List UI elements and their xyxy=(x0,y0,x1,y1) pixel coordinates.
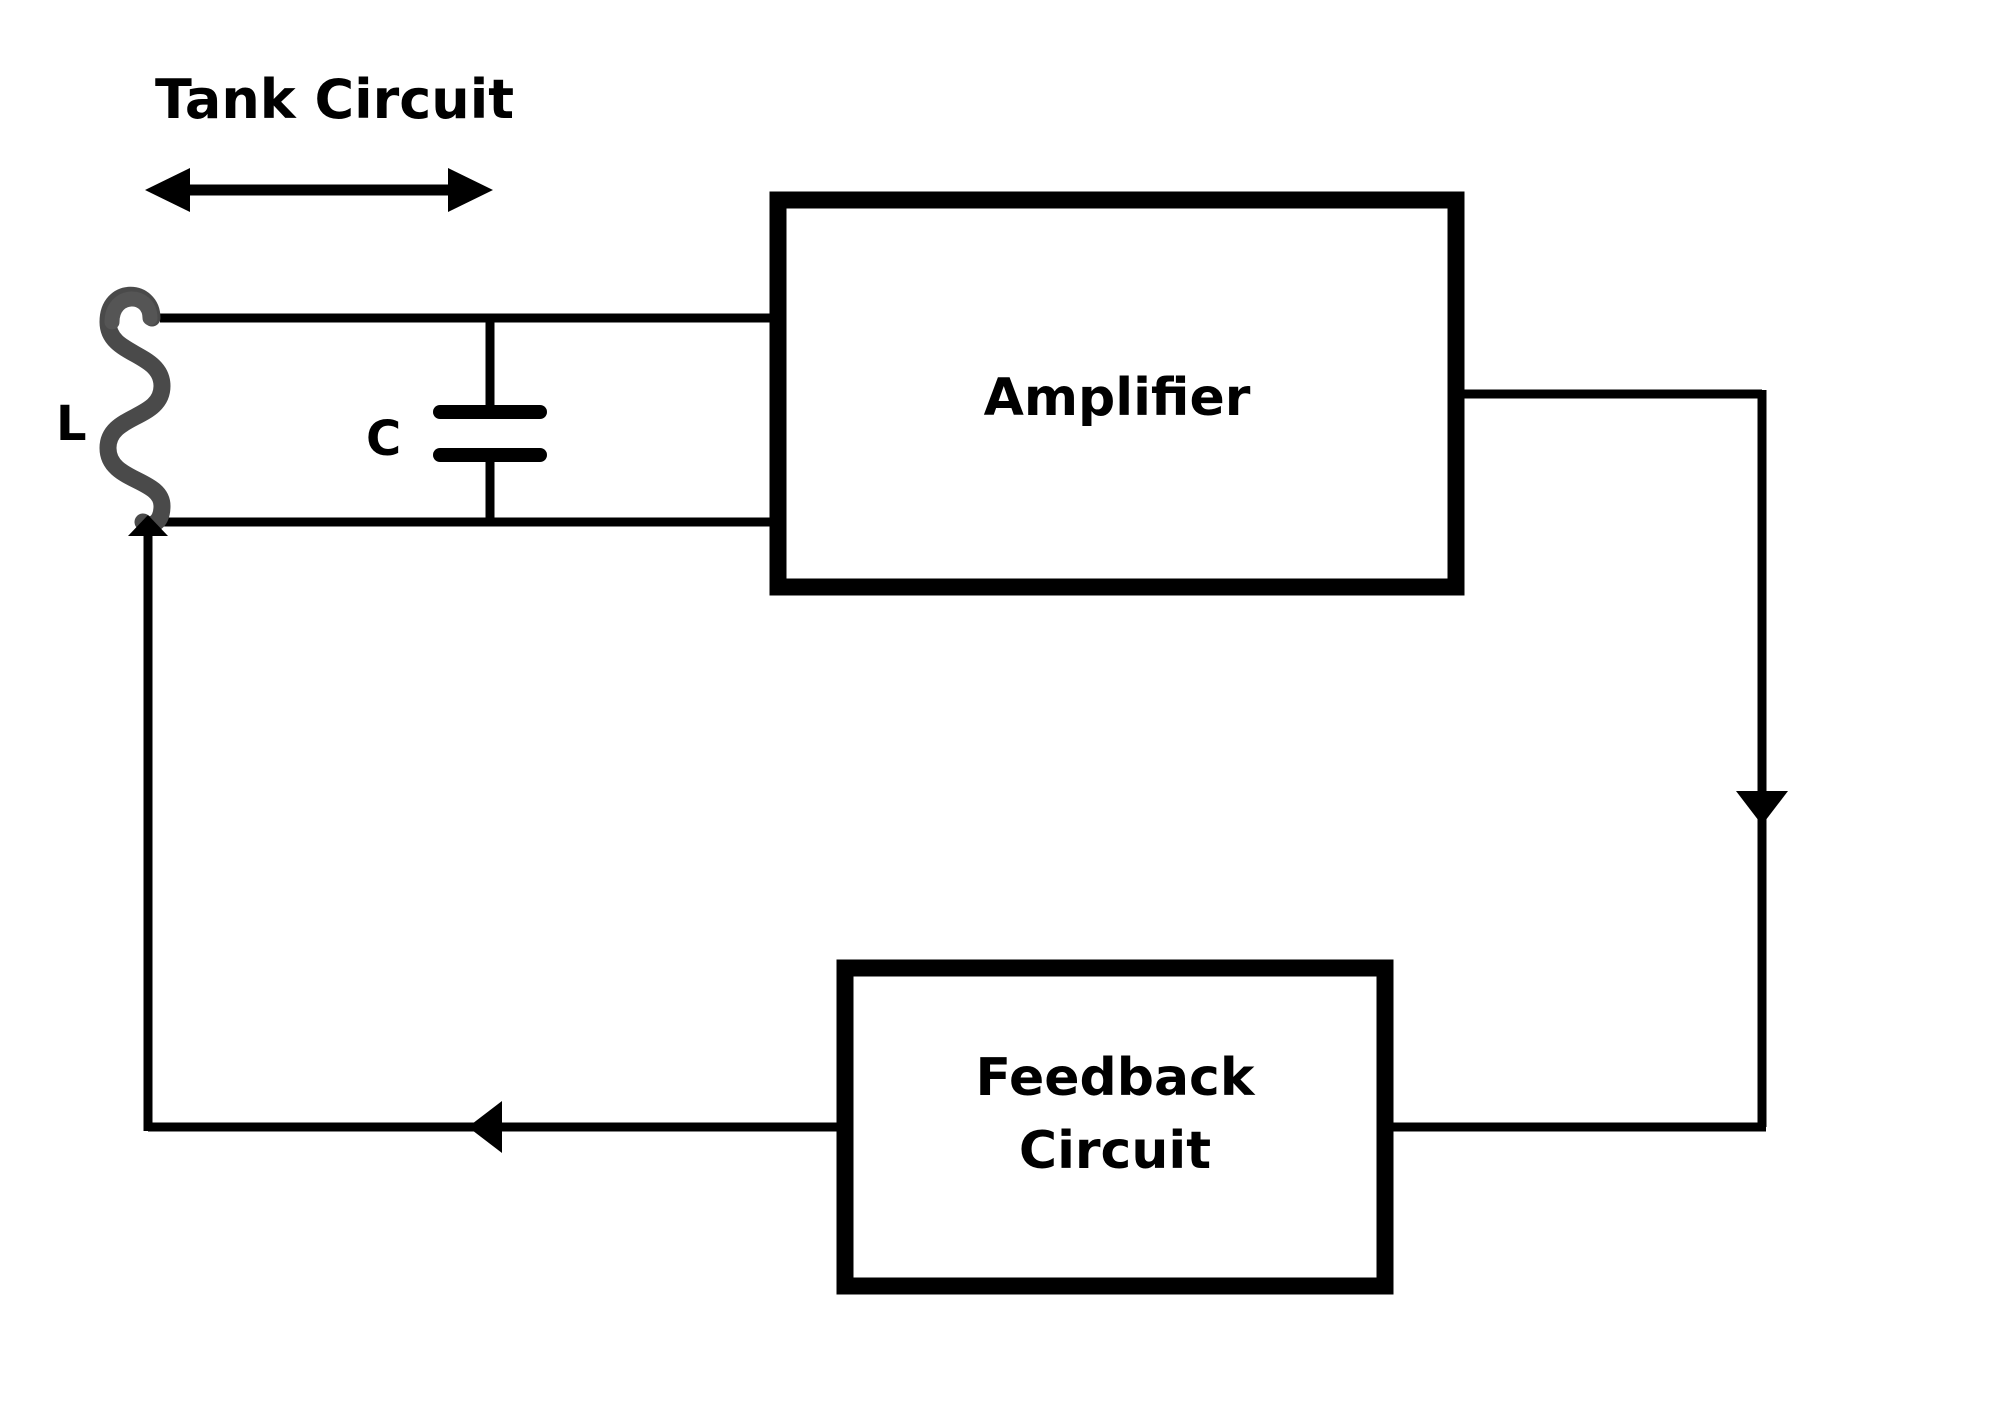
amplifier-block[interactable] xyxy=(769,191,1465,596)
capacitor-label: C xyxy=(366,411,401,467)
amplifier-to-feedback-wire xyxy=(1388,389,1788,1132)
feedback-label-line-1: Feedback xyxy=(976,1048,1256,1108)
arrow-down-icon xyxy=(1736,791,1788,825)
tank-span-arrow-icon xyxy=(145,168,493,212)
capacitor-icon xyxy=(433,318,547,522)
feedback-block[interactable] xyxy=(836,959,1394,1295)
coil-icon xyxy=(99,286,171,534)
arrow-left-icon xyxy=(468,1101,502,1153)
amplifier-label: Amplifier xyxy=(984,368,1251,428)
inductor-label: L xyxy=(56,396,87,452)
feedback-to-tank-wire xyxy=(143,524,843,1153)
feedback-label-line-2: Circuit xyxy=(1019,1121,1211,1181)
tank-circuit-title: Tank Circuit xyxy=(155,68,514,131)
